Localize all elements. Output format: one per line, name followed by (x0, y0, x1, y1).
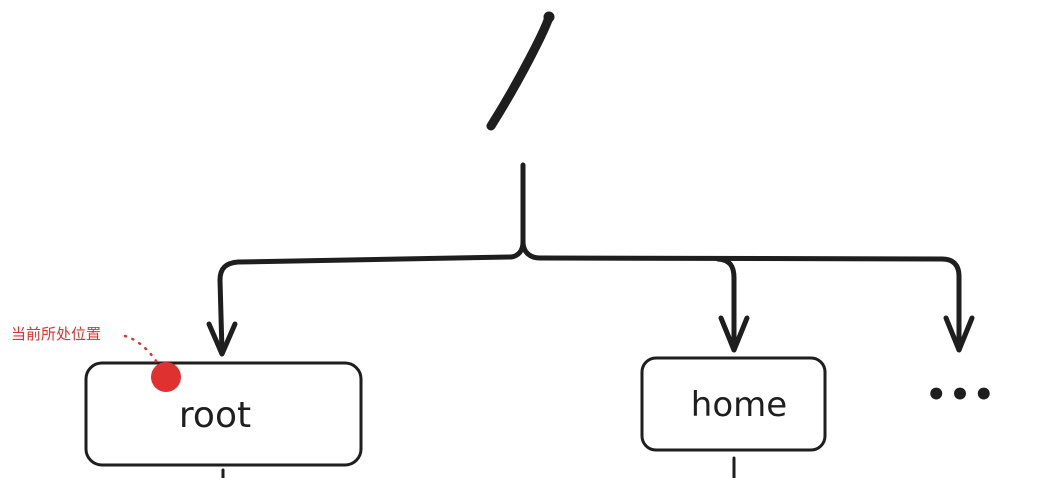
node-home-box (640, 356, 827, 452)
arrow-to-root-head (206, 321, 238, 357)
current-location-marker: 当前所处位置 (11, 325, 181, 392)
root-slash-symbol (486, 12, 554, 131)
branch-bar-left (217, 254, 514, 283)
node-root-box (84, 361, 363, 467)
node-home: home (640, 356, 827, 452)
trunk-connector-right (520, 239, 543, 261)
arrow-to-more-head (943, 315, 975, 353)
arrow-to-root-shaft (217, 277, 225, 355)
node-root-label: root (179, 395, 251, 436)
node-root: root (84, 361, 363, 467)
current-location-leader (123, 334, 164, 372)
branch-bar-right (537, 255, 962, 279)
current-location-dot (151, 362, 181, 392)
current-location-label: 当前所处位置 (11, 325, 101, 343)
arrow-to-home-head (718, 315, 750, 353)
root-slash-cap (543, 11, 555, 23)
node-home-label: home (691, 385, 787, 425)
branch-to-home (715, 256, 737, 281)
more-directories-ellipsis: ••• (925, 375, 996, 415)
